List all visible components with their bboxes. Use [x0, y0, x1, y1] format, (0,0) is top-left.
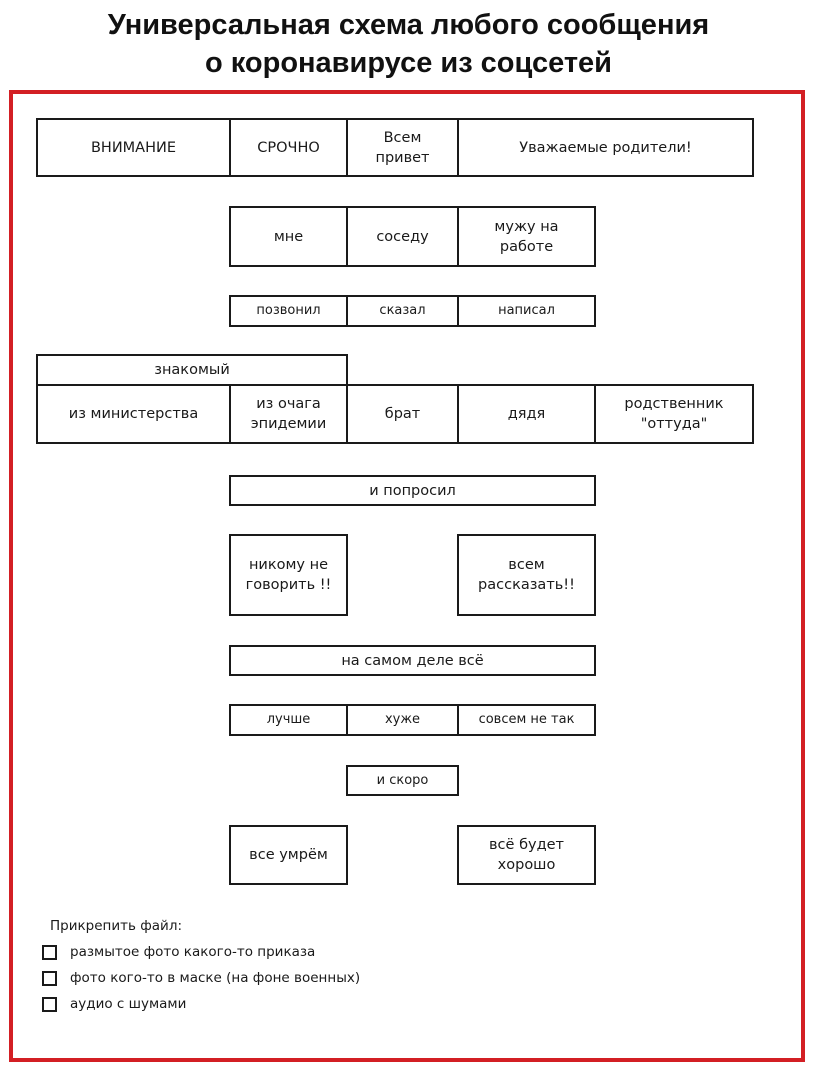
- greeting-box-urgent: СРОЧНО: [229, 118, 348, 177]
- acquaintance-label: из очага эпидемии: [250, 396, 327, 432]
- acquaintance-label: брат: [384, 406, 421, 422]
- attachments-label: Прикрепить файл:: [50, 918, 183, 934]
- greeting-label: Уважаемые родители!: [519, 139, 692, 156]
- asked-label: и попросил: [369, 482, 456, 499]
- outcome-label: всё будет хорошо: [489, 837, 564, 873]
- checkbox-icon[interactable]: [42, 970, 57, 986]
- acquaintance-header-label: знакомый: [154, 362, 230, 378]
- whom-box-husband: мужу на работе: [457, 206, 596, 267]
- verb-box-called: позвонил: [229, 295, 348, 327]
- whom-label: мне: [273, 228, 304, 245]
- reality-intro-box: на самом деле всё: [229, 645, 596, 676]
- reality-box-worse: хуже: [346, 704, 459, 736]
- acquaintance-label: дядя: [507, 406, 546, 422]
- outcome-box-all-die: все умрём: [229, 825, 348, 885]
- reality-label: хуже: [384, 712, 421, 727]
- greeting-box-hello: Всем привет: [346, 118, 459, 177]
- title-line-2: о коронавирусе из соцсетей: [204, 47, 613, 79]
- whom-label: соседу: [376, 228, 429, 245]
- attachment-option-label: фото кого-то в маске (на фоне военных): [70, 970, 361, 986]
- acquaintance-box-epicenter: из очага эпидемии: [229, 384, 348, 444]
- greeting-label: СРОЧНО: [257, 139, 320, 156]
- page-title: Универсальная схема любого сообщения о к…: [0, 6, 817, 82]
- verb-box-wrote: написал: [457, 295, 596, 327]
- acquaintance-label: из министерства: [68, 406, 199, 422]
- verb-label: написал: [498, 303, 555, 318]
- attachments-section: Прикрепить файл: размытое фото какого-то…: [42, 913, 360, 1017]
- reality-box-not-so: совсем не так: [457, 704, 596, 736]
- whom-box-me: мне: [229, 206, 348, 267]
- soon-label: и скоро: [376, 772, 429, 788]
- greeting-box-parents: Уважаемые родители!: [457, 118, 754, 177]
- acquaintance-box-relative: родственник "оттуда": [594, 384, 754, 444]
- acquaintance-label: родственник "оттуда": [624, 396, 724, 432]
- checkbox-icon[interactable]: [42, 996, 57, 1012]
- reality-intro-label: на самом деле всё: [341, 652, 484, 669]
- request-box-tell-nobody: никому не говорить !!: [229, 534, 348, 616]
- reality-label: совсем не так: [478, 712, 575, 727]
- reality-label: лучше: [266, 712, 311, 727]
- outcome-label: все умрём: [249, 847, 328, 863]
- asked-box: и попросил: [229, 475, 596, 506]
- outcome-box-all-good: всё будет хорошо: [457, 825, 596, 885]
- attachment-option-label: аудио с шумами: [70, 996, 187, 1012]
- acquaintance-box-ministry: из министерства: [36, 384, 231, 444]
- verb-label: позвонил: [256, 303, 321, 318]
- attachment-option-noisy-audio[interactable]: аудио с шумами: [42, 991, 360, 1017]
- request-box-tell-everyone: всем рассказать!!: [457, 534, 596, 616]
- greeting-label: ВНИМАНИЕ: [90, 139, 177, 156]
- verb-label: сказал: [379, 303, 426, 318]
- whom-label: мужу на работе: [494, 218, 559, 255]
- title-line-1: Универсальная схема любого сообщения: [107, 9, 710, 41]
- attachment-option-label: размытое фото какого-то приказа: [70, 944, 316, 960]
- request-label: всем рассказать!!: [478, 557, 575, 593]
- attachment-option-blurry-photo[interactable]: размытое фото какого-то приказа: [42, 939, 360, 965]
- verb-box-said: сказал: [346, 295, 459, 327]
- scheme-frame: [9, 90, 805, 1062]
- attachment-option-mask-photo[interactable]: фото кого-то в маске (на фоне военных): [42, 965, 360, 991]
- greeting-label: Всем привет: [375, 129, 430, 166]
- whom-box-neighbor: соседу: [346, 206, 459, 267]
- greeting-box-attention: ВНИМАНИЕ: [36, 118, 231, 177]
- soon-box: и скоро: [346, 765, 459, 796]
- acquaintance-box-brother: брат: [346, 384, 459, 444]
- request-label: никому не говорить !!: [245, 557, 332, 593]
- acquaintance-box-uncle: дядя: [457, 384, 596, 444]
- reality-box-better: лучше: [229, 704, 348, 736]
- acquaintance-header-box: знакомый: [36, 354, 348, 386]
- checkbox-icon[interactable]: [42, 944, 57, 960]
